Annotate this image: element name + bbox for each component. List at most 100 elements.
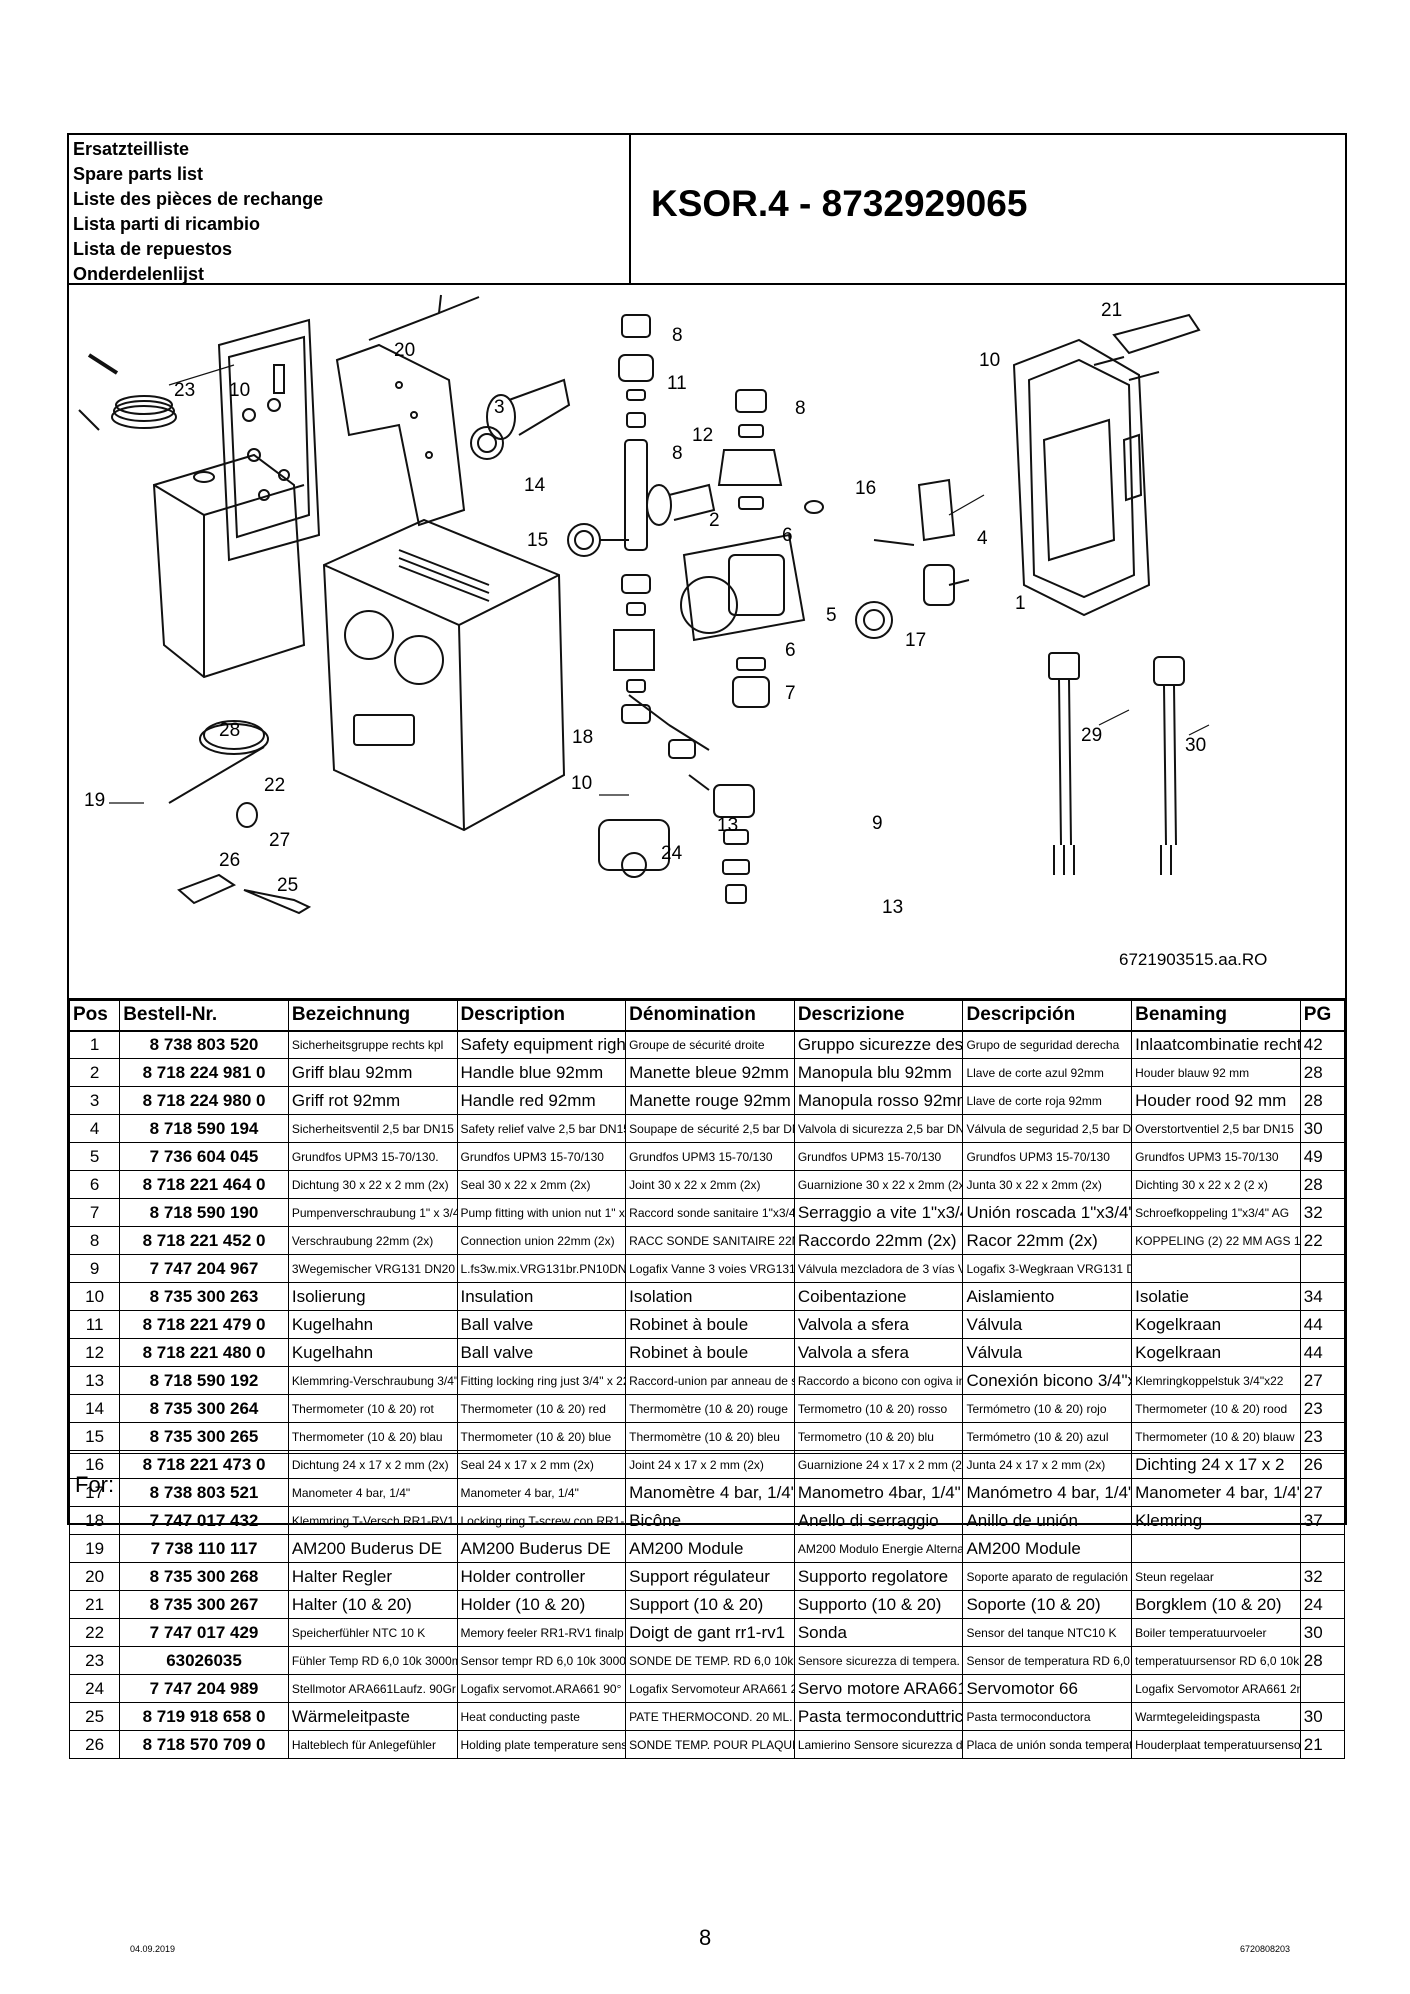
table-cell: Dichtung 30 x 22 x 2 mm (2x) <box>287 1170 458 1199</box>
table-cell: 23 <box>1299 1394 1346 1423</box>
table-cell: 8 735 300 267 <box>119 1590 289 1619</box>
callout-23: 23 <box>174 380 196 401</box>
table-cell: Heat conducting paste <box>456 1702 627 1731</box>
accessory-drawing <box>177 802 312 915</box>
callout-24: 24 <box>661 843 683 864</box>
table-cell: Anello di serraggio <box>793 1506 964 1535</box>
table-cell: 7 747 204 967 <box>119 1254 289 1283</box>
table-cell: 8 718 570 709 0 <box>119 1730 289 1759</box>
table-cell: Holder controller <box>456 1562 627 1591</box>
table-cell: Manette bleue 92mm <box>625 1058 795 1087</box>
table-cell: Válvula <box>962 1338 1133 1367</box>
column-header: Bezeichnung <box>287 1000 458 1032</box>
exploded-view-drawing <box>78 294 1210 915</box>
table-cell: 21 <box>68 1590 121 1619</box>
table-cell: Warmtegeleidingspasta <box>1131 1702 1301 1731</box>
table-cell: Borgklem (10 & 20) <box>1131 1590 1301 1619</box>
table-cell: 8 735 300 265 <box>119 1422 289 1451</box>
table-cell: Serraggio a vite 1"x3/4" <box>793 1198 964 1227</box>
table-cell: Klemmring T-Versch RR1-RV1 <box>287 1506 458 1535</box>
callout-8c: 8 <box>795 398 806 419</box>
table-cell: 1 <box>68 1030 121 1059</box>
table-cell: 7 747 017 432 <box>119 1506 289 1535</box>
table-cell: 8 718 221 480 0 <box>119 1338 289 1367</box>
table-cell: Doigt de gant rr1-rv1 <box>625 1618 795 1647</box>
table-cell: AM200 Buderus DE <box>287 1534 458 1563</box>
table-cell: Valvola a sfera <box>793 1338 964 1367</box>
pipe-column-drawing <box>613 314 655 724</box>
table-cell: Fühler Temp RD 6,0 10k 3000mm <box>287 1646 458 1675</box>
footer-date: 04.09.2019 <box>130 1944 176 1954</box>
column-header: Dénomination <box>625 1000 795 1032</box>
table-cell: 13 <box>68 1366 121 1395</box>
table-cell: 22 <box>68 1618 121 1647</box>
callout-10b: 10 <box>979 350 1001 371</box>
parts-sheet: Ersatzteilliste Spare parts list Liste d… <box>67 133 1347 1759</box>
table-cell: 24 <box>68 1674 121 1703</box>
table-cell: Válvula de seguridad 2,5 bar DN15 <box>962 1114 1133 1143</box>
table-cell: 5 <box>68 1142 121 1171</box>
table-cell: Dichtung 24 x 17 x 2 mm (2x) <box>287 1450 458 1479</box>
table-cell: 8 718 590 192 <box>119 1366 289 1395</box>
table-cell: Soporte aparato de regulación <box>962 1562 1133 1591</box>
table-cell <box>1299 1674 1346 1703</box>
column-header: Benaming <box>1131 1000 1301 1032</box>
title-fr: Liste des pièces de rechange <box>73 189 324 209</box>
temperature-sensor-drawing <box>78 353 177 431</box>
table-cell: Manometer 4 bar, 1/4" <box>456 1478 627 1507</box>
table-cell: Logafix Servomotor ARA661 2min 5 Nm <box>1131 1674 1301 1703</box>
table-cell: Manopula blu 92mm <box>793 1058 964 1087</box>
column-header: Bestell-Nr. <box>119 1000 289 1032</box>
table-cell: Safety equipment right <box>456 1030 627 1059</box>
insulation-back-drawing <box>1012 338 1151 617</box>
table-cell: Coibentazione <box>793 1282 964 1311</box>
table-cell: Thermometer (10 & 20) red <box>456 1394 627 1423</box>
table-cell <box>1299 1254 1346 1283</box>
table-cell: Guarnizione 24 x 17 x 2 mm (2x) <box>793 1450 964 1479</box>
holder-clip-drawing <box>1093 313 1201 381</box>
table-cell: 8 719 918 658 0 <box>119 1702 289 1731</box>
title-es: Lista de repuestos <box>73 239 233 259</box>
pump-drawing <box>680 533 806 708</box>
table-cell: Isolierung <box>287 1282 458 1311</box>
table-cell: Houder blauw 92 mm <box>1131 1058 1301 1087</box>
table-cell: Holding plate temperature sensor <box>456 1730 627 1759</box>
table-cell: 26 <box>68 1730 121 1759</box>
table-cell: Sonda <box>793 1618 964 1647</box>
table-cell: Schroefkoppeling 1"x3/4" AG <box>1131 1198 1301 1227</box>
table-cell: Soupape de sécurité 2,5 bar DN15 <box>625 1114 795 1143</box>
table-cell: 6 <box>68 1170 121 1199</box>
callout-17: 17 <box>905 630 927 651</box>
callout-15: 15 <box>527 530 549 551</box>
table-cell: 23 <box>1299 1422 1346 1451</box>
table-cell: AM200 Module <box>962 1534 1133 1563</box>
table-cell: 8 718 221 473 0 <box>119 1450 289 1479</box>
callout-16: 16 <box>855 478 877 499</box>
callout-11: 11 <box>667 373 687 394</box>
table-cell: Kugelhahn <box>287 1310 458 1339</box>
table-cell: Manomètre 4 bar, 1/4" <box>625 1478 795 1507</box>
table-cell: Speicherfühler NTC 10 K <box>287 1618 458 1647</box>
table-cell: Ball valve <box>456 1338 627 1367</box>
table-cell: Manette rouge 92mm <box>625 1086 795 1115</box>
table-cell: Connection union 22mm (2x) <box>456 1226 627 1255</box>
table-cell: 28 <box>1299 1058 1346 1087</box>
table-cell: Sensor tempr RD 6,0 10k 3000mm <box>456 1646 627 1675</box>
table-cell: Unión roscada 1"x3/4" AG <box>962 1198 1133 1227</box>
table-cell: 42 <box>1299 1030 1346 1059</box>
table-cell: Aislamiento <box>962 1282 1133 1311</box>
for-row: For: <box>69 1453 1345 1523</box>
table-cell: Thermomètre (10 & 20) rouge <box>625 1394 795 1423</box>
callout-26: 26 <box>219 850 241 871</box>
table-cell: 14 <box>68 1394 121 1423</box>
table-cell: Sicherheitsventil 2,5 bar DN15 <box>287 1114 458 1143</box>
table-cell: SONDE DE TEMP. RD 6,0 10k 3000MM <box>625 1646 795 1675</box>
table-cell: Servomotor 66 <box>962 1674 1133 1703</box>
table-cell: Overstortventiel 2,5 bar DN15 <box>1131 1114 1301 1143</box>
